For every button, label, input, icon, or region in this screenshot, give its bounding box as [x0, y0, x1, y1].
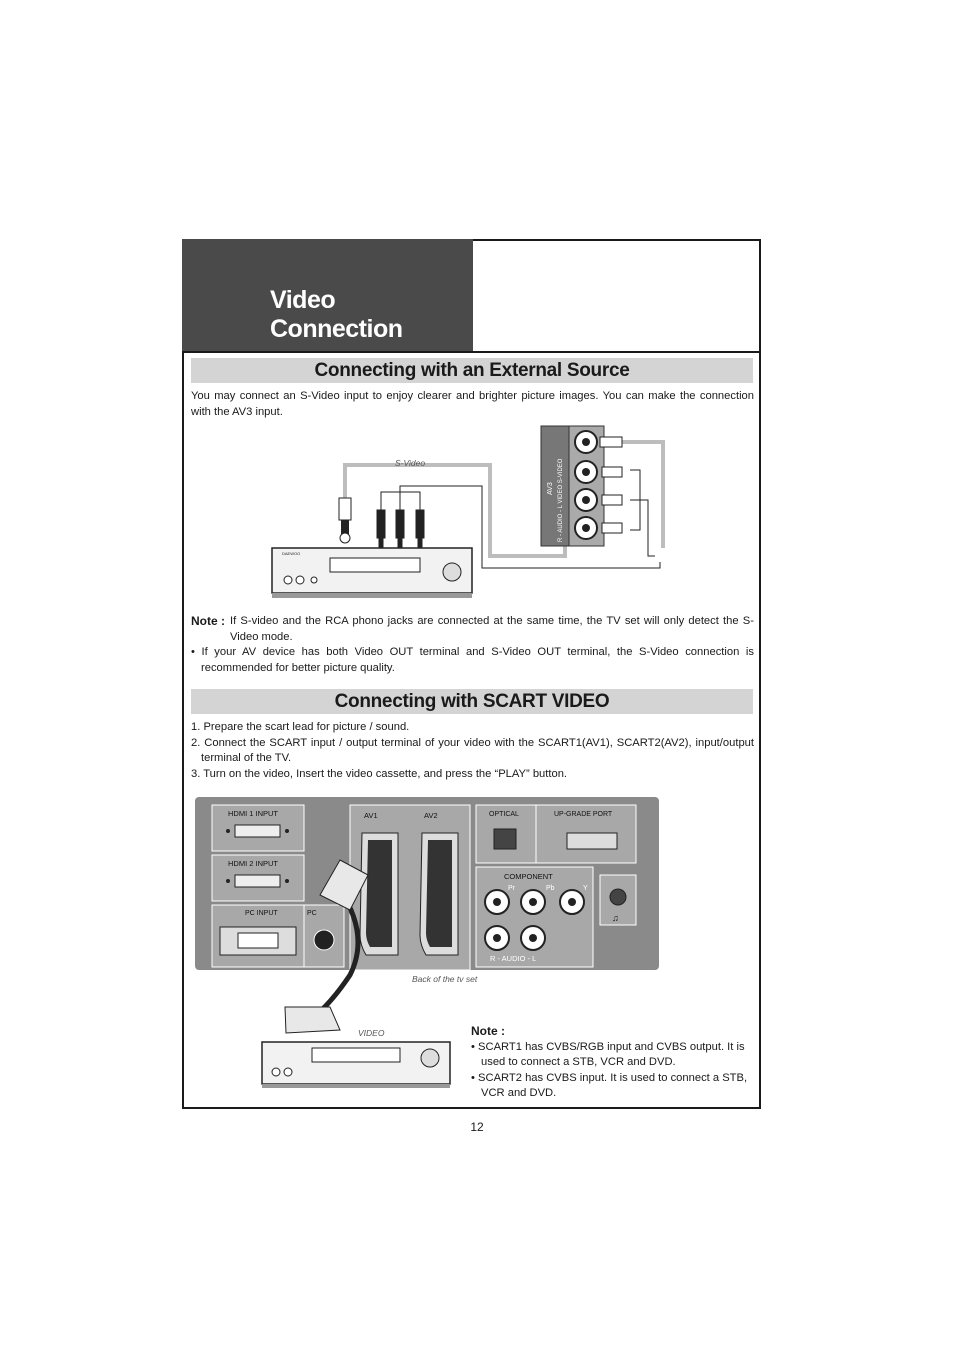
scart-plug-top [319, 859, 369, 911]
svideo-diagram: S-Video AV3 R - AUDIO - L VIDEO S-VIDEO … [271, 425, 665, 598]
note-label-1: Note : [191, 614, 225, 628]
headphone-port: ♫ [599, 874, 637, 926]
av3-jack-labels: R - AUDIO - L VIDEO S-VIDEO [558, 458, 564, 542]
svg-text:HDMI 1 INPUT: HDMI 1 INPUT [228, 809, 278, 818]
upgrade-port: UP-GRADE PORT [535, 804, 637, 864]
video-caption: VIDEO [358, 1028, 385, 1038]
svg-text:OPTICAL: OPTICAL [489, 811, 519, 818]
component-ports: COMPONENT Pr Pb Y R - AUDIO - L [475, 866, 594, 968]
svg-text:AV1: AV1 [364, 811, 378, 820]
svg-text:AV2: AV2 [424, 811, 438, 820]
rca-plugs [376, 509, 425, 549]
back-caption: Back of the tv set [412, 974, 478, 984]
step-3: 3. Turn on the video, Insert the video c… [191, 767, 568, 780]
note-bullet-1: • If your AV device has both Video OUT t… [191, 646, 754, 674]
svg-text:PC INPUT: PC INPUT [245, 910, 278, 917]
section-heading-external: Connecting with an External Source [191, 358, 753, 383]
optical-port: OPTICAL [475, 804, 537, 864]
svideo-caption: S-Video [395, 458, 425, 468]
pc-input-port: PC INPUT [211, 904, 305, 968]
note-2: Note : • SCART1 has CVBS/RGB input and C… [471, 1024, 755, 1102]
svideo-plug [338, 497, 352, 544]
svg-text:Y: Y [583, 885, 588, 892]
step-2: 2. Connect the SCART input / output term… [191, 736, 754, 765]
av3-panel: AV3 R - AUDIO - L VIDEO S-VIDEO [540, 425, 623, 547]
note-label-2: Note : [471, 1024, 505, 1038]
hdmi1-port: HDMI 1 INPUT [211, 804, 305, 852]
svg-text:HDMI 2 INPUT: HDMI 2 INPUT [228, 859, 278, 868]
scart-av2: AV2 [419, 811, 459, 956]
scart-diagram: HDMI 1 INPUT HDMI 2 INPUT PC INPUT PC AV… [195, 797, 659, 1088]
video-cable [399, 485, 661, 569]
step-1: 1. Prepare the scart lead for picture / … [191, 721, 410, 733]
vcr-brand: DAEWOO [282, 551, 300, 556]
scart-plug-bottom [284, 1006, 341, 1034]
section-heading-scart: Connecting with SCART VIDEO [191, 689, 753, 714]
note-item-2: • SCART2 has CVBS input. It is used to c… [471, 1071, 748, 1100]
note-item-1: • SCART1 has CVBS/RGB input and CVBS out… [471, 1040, 745, 1069]
svg-text:PC: PC [307, 910, 317, 917]
intro-paragraph: You may connect an S-Video input to enjo… [191, 390, 754, 418]
svg-text:R - AUDIO - L: R - AUDIO - L [490, 954, 536, 963]
svg-text:COMPONENT: COMPONENT [504, 872, 553, 881]
note-1: Note : If S-video and the RCA phono jack… [191, 614, 754, 676]
audio-cable [380, 491, 421, 510]
svg-text:Pr: Pr [508, 885, 516, 892]
hdmi2-port: HDMI 2 INPUT [211, 854, 305, 902]
svg-text:Pb: Pb [546, 885, 555, 892]
title-block: Video Connection [182, 239, 473, 352]
vcr-device-2 [261, 1041, 451, 1088]
pc-audio-port: PC [303, 904, 345, 968]
svg-text:UP-GRADE PORT: UP-GRADE PORT [554, 811, 613, 818]
steps-list: 1. Prepare the scart lead for picture / … [191, 720, 754, 782]
svg-text:♫: ♫ [612, 913, 619, 923]
page-title: Video Connection [270, 286, 403, 343]
av3-label: AV3 [547, 482, 554, 495]
svideo-cable [343, 440, 665, 558]
page-number: 12 [470, 1120, 484, 1134]
title-divider [182, 351, 761, 353]
note-text-1: If S-video and the RCA phono jacks are c… [230, 615, 754, 643]
vcr-device: DAEWOO [271, 547, 473, 598]
